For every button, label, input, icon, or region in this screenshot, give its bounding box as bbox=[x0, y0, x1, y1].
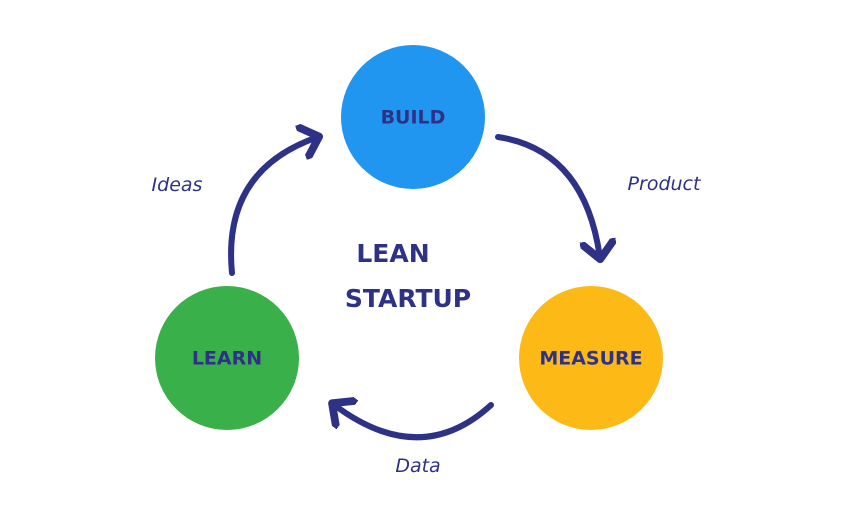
node-measure: MEASURE bbox=[519, 286, 663, 430]
build-label: BUILD bbox=[381, 107, 446, 129]
node-learn: LEARN bbox=[155, 286, 299, 430]
measure-circle bbox=[519, 286, 663, 430]
title-line1: LEAN bbox=[356, 239, 429, 268]
edge-label-product: Product bbox=[628, 173, 702, 195]
measure-label: MEASURE bbox=[539, 348, 642, 370]
arrow-learn-to-build bbox=[228, 137, 318, 276]
node-build: BUILD bbox=[341, 45, 485, 189]
learn-label: LEARN bbox=[192, 348, 262, 370]
edge-label-ideas: Ideas bbox=[152, 174, 203, 196]
title-line2: STARTUP bbox=[345, 284, 471, 313]
learn-circle bbox=[155, 286, 299, 430]
build-circle bbox=[341, 45, 485, 189]
arrow-build-to-measure bbox=[495, 134, 600, 258]
edge-label-data: Data bbox=[395, 455, 440, 477]
arrow-measure-to-learn bbox=[333, 404, 494, 441]
